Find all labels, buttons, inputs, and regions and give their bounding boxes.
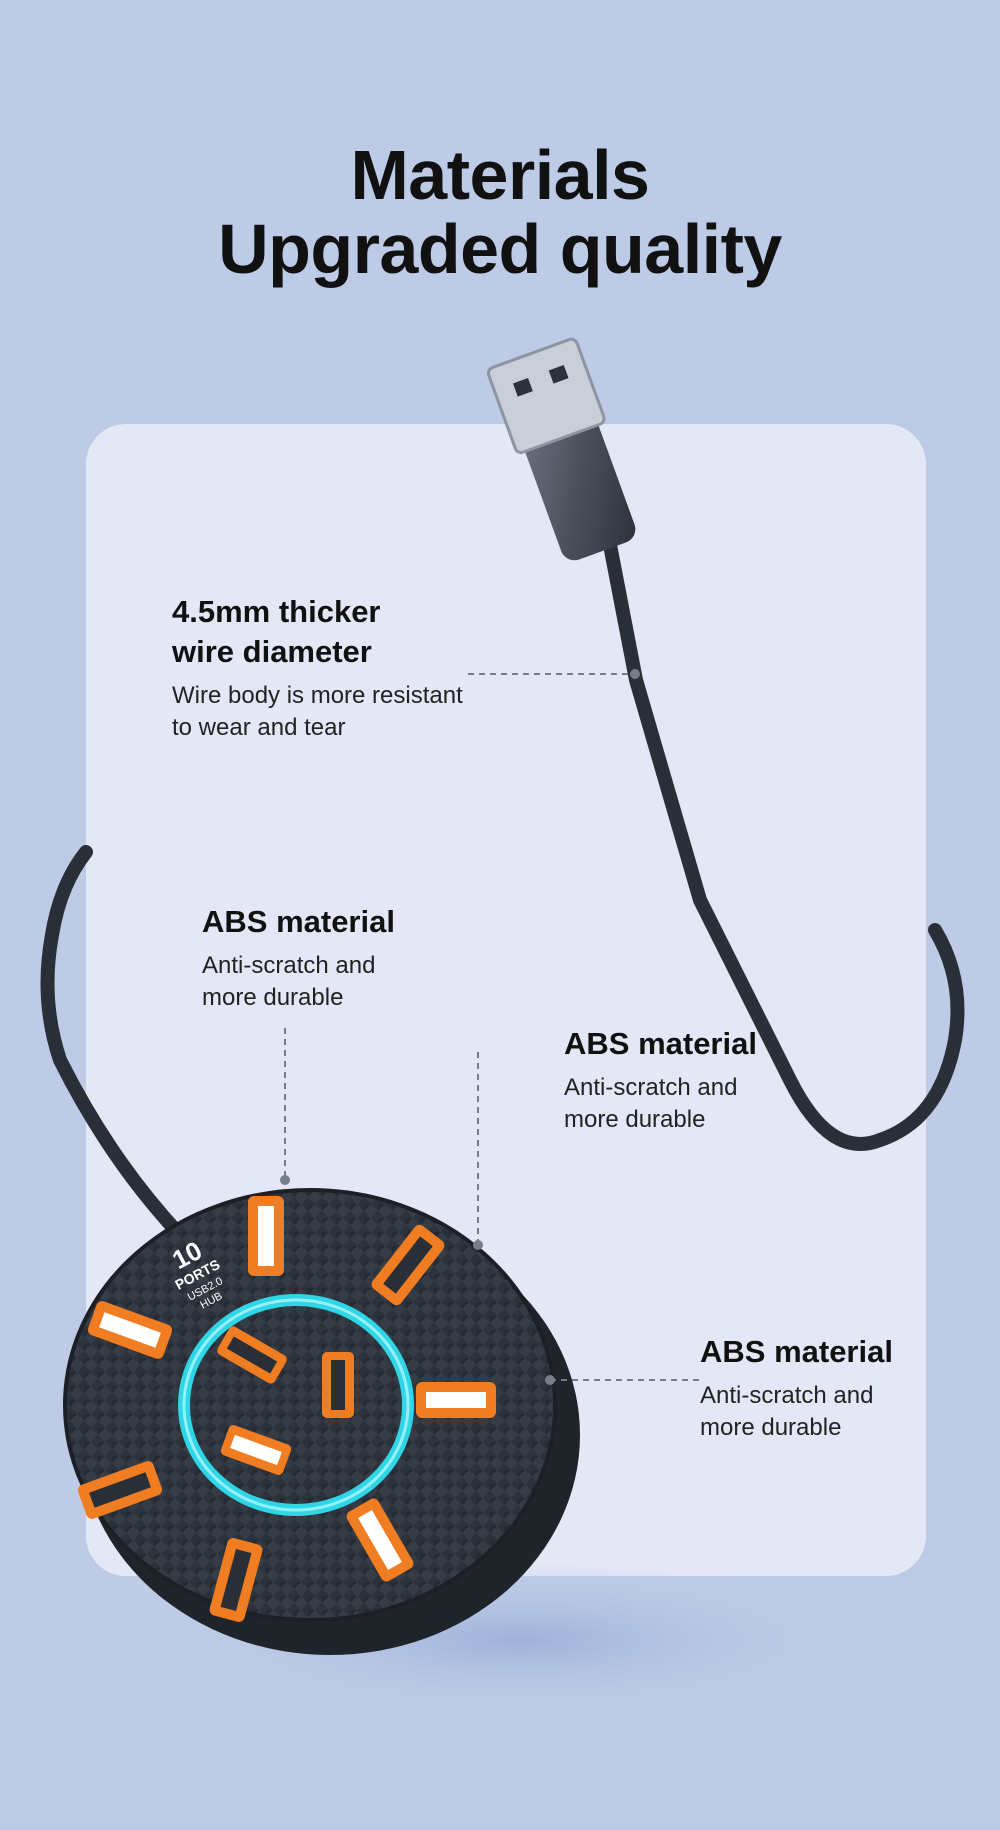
- callout-description: Wire body is more resistant to wear and …: [172, 682, 463, 741]
- callout-dots: [280, 669, 640, 1385]
- usb-port-outer: [87, 1301, 173, 1359]
- callout-leaders: [284, 673, 703, 1381]
- callout-title: ABS material: [202, 904, 395, 939]
- usb-port-outer: [416, 1382, 496, 1418]
- usb-port-outer: [209, 1538, 263, 1622]
- usb-port-outer: [371, 1224, 445, 1306]
- callout-description: Anti-scratch and more durable: [202, 952, 376, 1011]
- callout-abs-material-3: ABS material Anti-scratch and more durab…: [700, 1332, 893, 1444]
- usb-plug: [486, 337, 636, 561]
- hub-cable: [40, 845, 187, 1242]
- usb-port-inner: [217, 1326, 287, 1384]
- callout-description: Anti-scratch and more durable: [564, 1074, 738, 1133]
- callout-title: ABS material: [564, 1026, 757, 1061]
- callout-abs-material-1: ABS material Anti-scratch and more durab…: [202, 902, 395, 1014]
- usb-port-outer: [248, 1196, 284, 1276]
- callout-title: 4.5mm thicker wire diameter: [172, 594, 381, 669]
- heading-line-1: Materials: [350, 136, 650, 214]
- hub-top: [63, 1188, 557, 1622]
- usb-port-inner: [322, 1352, 354, 1418]
- usb-port-outer: [77, 1461, 163, 1519]
- callout-description: Anti-scratch and more durable: [700, 1382, 874, 1441]
- callout-title: ABS material: [700, 1334, 893, 1369]
- usb-port-inner: [220, 1425, 292, 1475]
- page-heading: Materials Upgraded quality: [0, 138, 1000, 286]
- heading-line-2: Upgraded quality: [218, 210, 782, 288]
- callout-wire-diameter: 4.5mm thicker wire diameter Wire body is…: [172, 592, 463, 744]
- usb-port-outer: [346, 1498, 414, 1582]
- callout-abs-material-2: ABS material Anti-scratch and more durab…: [564, 1024, 757, 1136]
- usb-cable: [603, 538, 965, 1151]
